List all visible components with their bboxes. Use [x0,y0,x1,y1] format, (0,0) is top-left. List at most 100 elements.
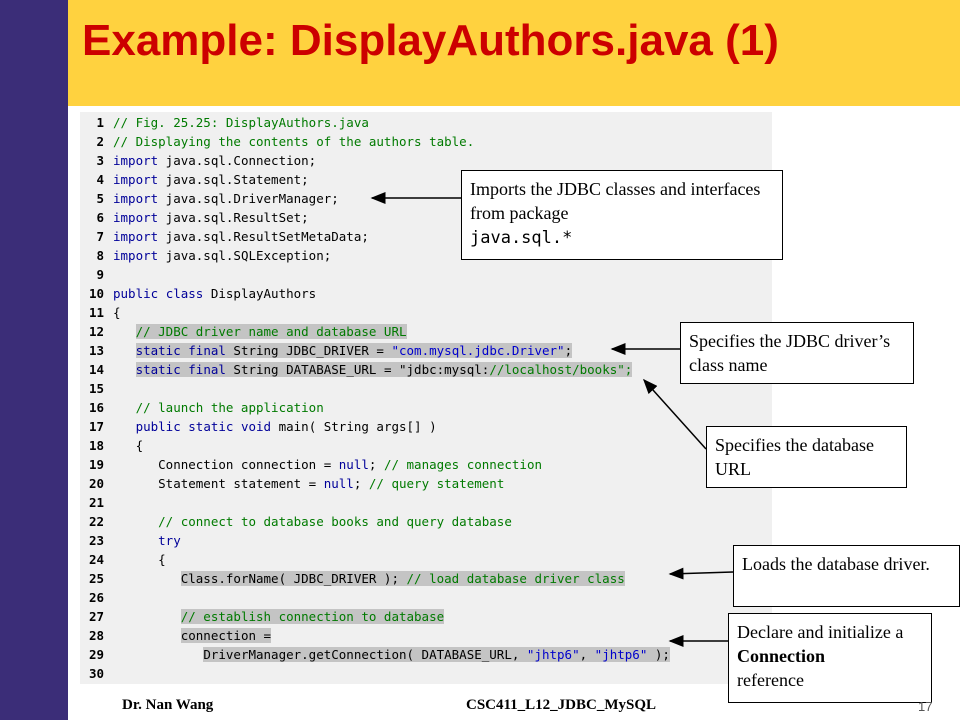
line-number: 2 [96,134,104,149]
code-text: import java.sql.ResultSet; [113,210,309,225]
code-text: { [113,305,121,320]
line-number: 11 [88,305,104,320]
code-text: import java.sql.Connection; [113,153,317,168]
imports-callout-code: java.sql.* [470,228,573,248]
code-line: 18 { [80,436,772,455]
imports-callout-text: Imports the JDBC classes and interfaces … [470,179,761,223]
code-line: 7 import java.sql.ResultSetMetaData; [80,227,772,246]
code-text: try [158,533,181,548]
code-text: // JDBC driver name and database URL [135,324,407,339]
slide-title: Example: DisplayAuthors.java (1) [82,16,779,65]
code-text: // establish connection to database [180,609,445,624]
code-line: 10 public class DisplayAuthors [80,284,772,303]
code-line: 22 // connect to database books and quer… [80,512,772,531]
line-number: 12 [88,324,104,339]
line-number: 15 [88,381,104,396]
line-number: 30 [88,666,104,681]
code-line: 20 Statement statement = null; // query … [80,474,772,493]
left-accent-bar [0,0,68,720]
load-callout: Loads the database driver. [733,545,960,607]
code-text: { [113,438,144,453]
code-line: 14 static final String DATABASE_URL = "j… [80,360,772,379]
code-text: DriverManager.getConnection( DATABASE_UR… [203,647,670,662]
code-line: 21 [80,493,772,512]
declare-callout: Declare and initialize a Connection refe… [728,613,932,703]
code-text: static final String JDBC_DRIVER = "com.m… [135,343,573,358]
line-number: 28 [88,628,104,643]
code-text: Connection connection = null; // manages… [113,457,542,472]
driver-callout: Specifies the JDBC driver’s class name [680,322,914,384]
code-line: 13 static final String JDBC_DRIVER = "co… [80,341,772,360]
line-number: 23 [88,533,104,548]
line-number: 1 [96,115,104,130]
code-text: connection = [180,628,272,643]
line-number: 6 [96,210,104,225]
line-number: 26 [88,590,104,605]
line-number: 24 [88,552,104,567]
code-line: 9 [80,265,772,284]
code-line: 15 [80,379,772,398]
code-line: 12 // JDBC driver name and database URL [80,322,772,341]
code-text: import java.sql.SQLException; [113,248,332,263]
line-number: 13 [88,343,104,358]
line-number: 9 [96,267,104,282]
code-line: 5 import java.sql.DriverManager; [80,189,772,208]
line-number: 18 [88,438,104,453]
line-number: 22 [88,514,104,529]
code-text: static final String DATABASE_URL = "jdbc… [135,362,633,377]
line-number: 8 [96,248,104,263]
code-line: 30 [80,664,772,683]
footer-author: Dr. Nan Wang [122,697,214,713]
title-band [68,0,960,106]
code-text: { [113,552,166,567]
line-number: 16 [88,400,104,415]
code-line: 16 // launch the application [80,398,772,417]
line-number: 5 [96,191,104,206]
code-line: 28 connection = [80,626,772,645]
line-number: 7 [96,229,104,244]
code-text: import java.sql.Statement; [113,172,309,187]
url-callout: Specifies the database URL [706,426,907,488]
line-number: 10 [88,286,104,301]
line-number: 25 [88,571,104,586]
code-text: Statement statement = null; // query sta… [113,476,505,491]
code-line: 3 import java.sql.Connection; [80,151,772,170]
code-text: public class DisplayAuthors [113,286,317,301]
code-text: import java.sql.ResultSetMetaData; [113,229,369,244]
line-number: 14 [88,362,104,377]
footer-course: CSC411_L12_JDBC_MySQL [466,697,657,713]
code-line: 27 // establish connection to database [80,607,772,626]
page-number: 17 [918,699,933,714]
code-line: 11 { [80,303,772,322]
code-text: Class.forName( JDBC_DRIVER ); // load da… [180,571,625,586]
line-number: 20 [88,476,104,491]
code-line: 8 import java.sql.SQLException; [80,246,772,265]
declare-callout-text-2: reference [737,670,804,690]
code-text: // Displaying the contents of the author… [113,134,475,149]
code-text: // launch the application [135,400,324,415]
code-line: 26 [80,588,772,607]
code-line: 2 // Displaying the contents of the autho… [80,132,772,151]
code-line: 1 // Fig. 25.25: DisplayAuthors.java [80,113,772,132]
code-text: // connect to database books and query d… [158,514,512,529]
declare-callout-text-1: Declare and initialize a [737,622,904,642]
code-line: 25 Class.forName( JDBC_DRIVER ); // load… [80,569,772,588]
code-text: // Fig. 25.25: DisplayAuthors.java [113,115,369,130]
driver-callout-text: Specifies the JDBC driver’s class name [689,331,891,375]
line-number: 3 [96,153,104,168]
load-callout-text: Loads the database driver. [742,554,930,574]
code-line: 6 import java.sql.ResultSet; [80,208,772,227]
line-number: 27 [88,609,104,624]
line-number: 17 [88,419,104,434]
code-text: public static void main( String args[] ) [135,419,437,434]
code-line: 29 DriverManager.getConnection( DATABASE… [80,645,772,664]
code-line: 4 import java.sql.Statement; [80,170,772,189]
code-text: import java.sql.DriverManager; [113,191,339,206]
line-number: 21 [88,495,104,510]
code-line: 24 { [80,550,772,569]
line-number: 19 [88,457,104,472]
code-line: 19 Connection connection = null; // mana… [80,455,772,474]
line-number: 4 [96,172,104,187]
declare-callout-bold: Connection [737,646,826,666]
line-number: 29 [88,647,104,662]
